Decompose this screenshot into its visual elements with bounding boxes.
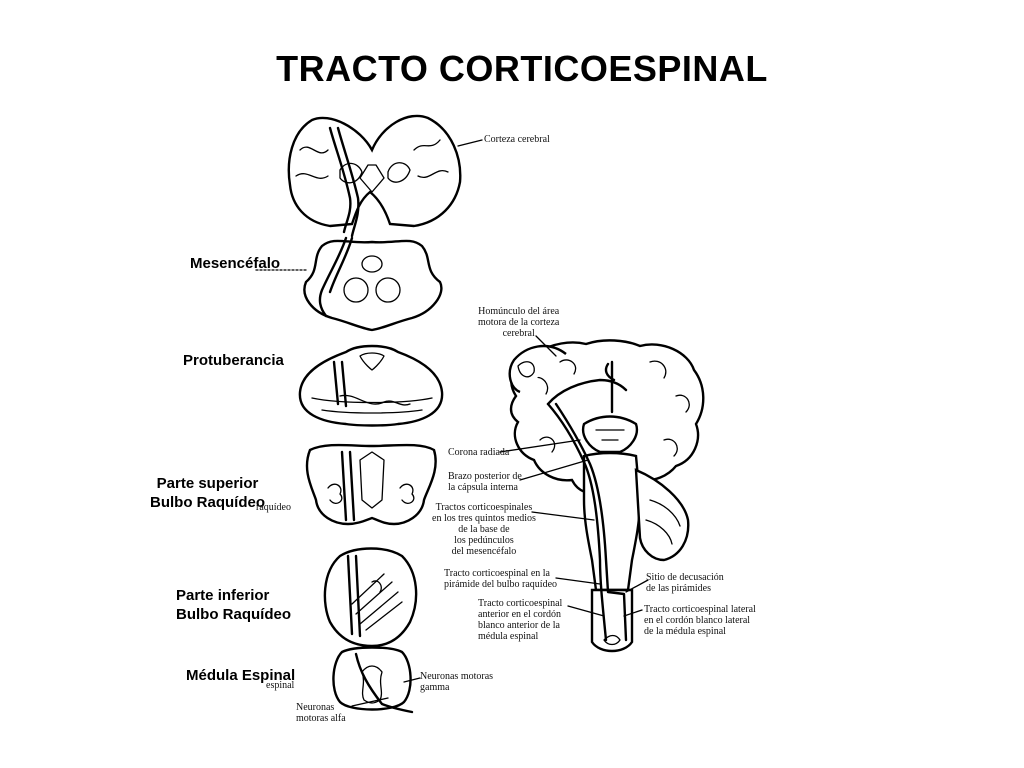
label-raquideo-small: raquídeo [256, 502, 291, 513]
page-title: TRACTO CORTICOESPINAL [276, 48, 768, 89]
label-parte-inferior: Parte inferior Bulbo Raquídeo [176, 587, 291, 623]
label-homunculo: Homúnculo del área motora de la corteza … [478, 306, 560, 339]
label-piramide: Tracto corticoespinal en la pirámide del… [444, 568, 558, 590]
right-leader-lines [499, 335, 649, 617]
label-decusacion: Sitio de decusación de las pirámides [646, 572, 724, 594]
midbrain-section [303, 236, 443, 332]
left-leader-lines [255, 139, 483, 707]
label-tractos-corticoespinales: Tractos corticoespinales en los tres qui… [432, 502, 536, 557]
label-mesencefalo: Mesencéfalo [190, 255, 281, 272]
label-tracto-anterior: Tracto corticoespinal anterior en el cor… [478, 598, 563, 642]
label-neuronas-gamma: Neuronas motoras gamma [420, 671, 494, 693]
label-medula: Médula Espinal [186, 667, 296, 684]
upper-medulla-section [305, 443, 437, 526]
brain-brainstem-diagram [508, 339, 705, 653]
label-corteza: Corteza cerebral [484, 134, 550, 145]
label-neuronas-alfa: Neuronas motoras alfa [296, 702, 346, 724]
lower-medulla-section [323, 547, 418, 648]
label-protuberancia: Protuberancia [183, 352, 284, 369]
label-parte-superior: Parte superior Bulbo Raquídeo [150, 475, 265, 511]
label-tracto-lateral: Tracto corticoespinal lateral en el cord… [644, 604, 756, 637]
label-brazo-posterior: Brazo posterior de la cápsula interna [448, 471, 522, 493]
brain-coronal-section [287, 114, 462, 238]
label-corona-radiada: Corona radiada [448, 447, 510, 458]
label-espinal-small: espinal [266, 680, 295, 691]
pons-section [298, 344, 444, 427]
